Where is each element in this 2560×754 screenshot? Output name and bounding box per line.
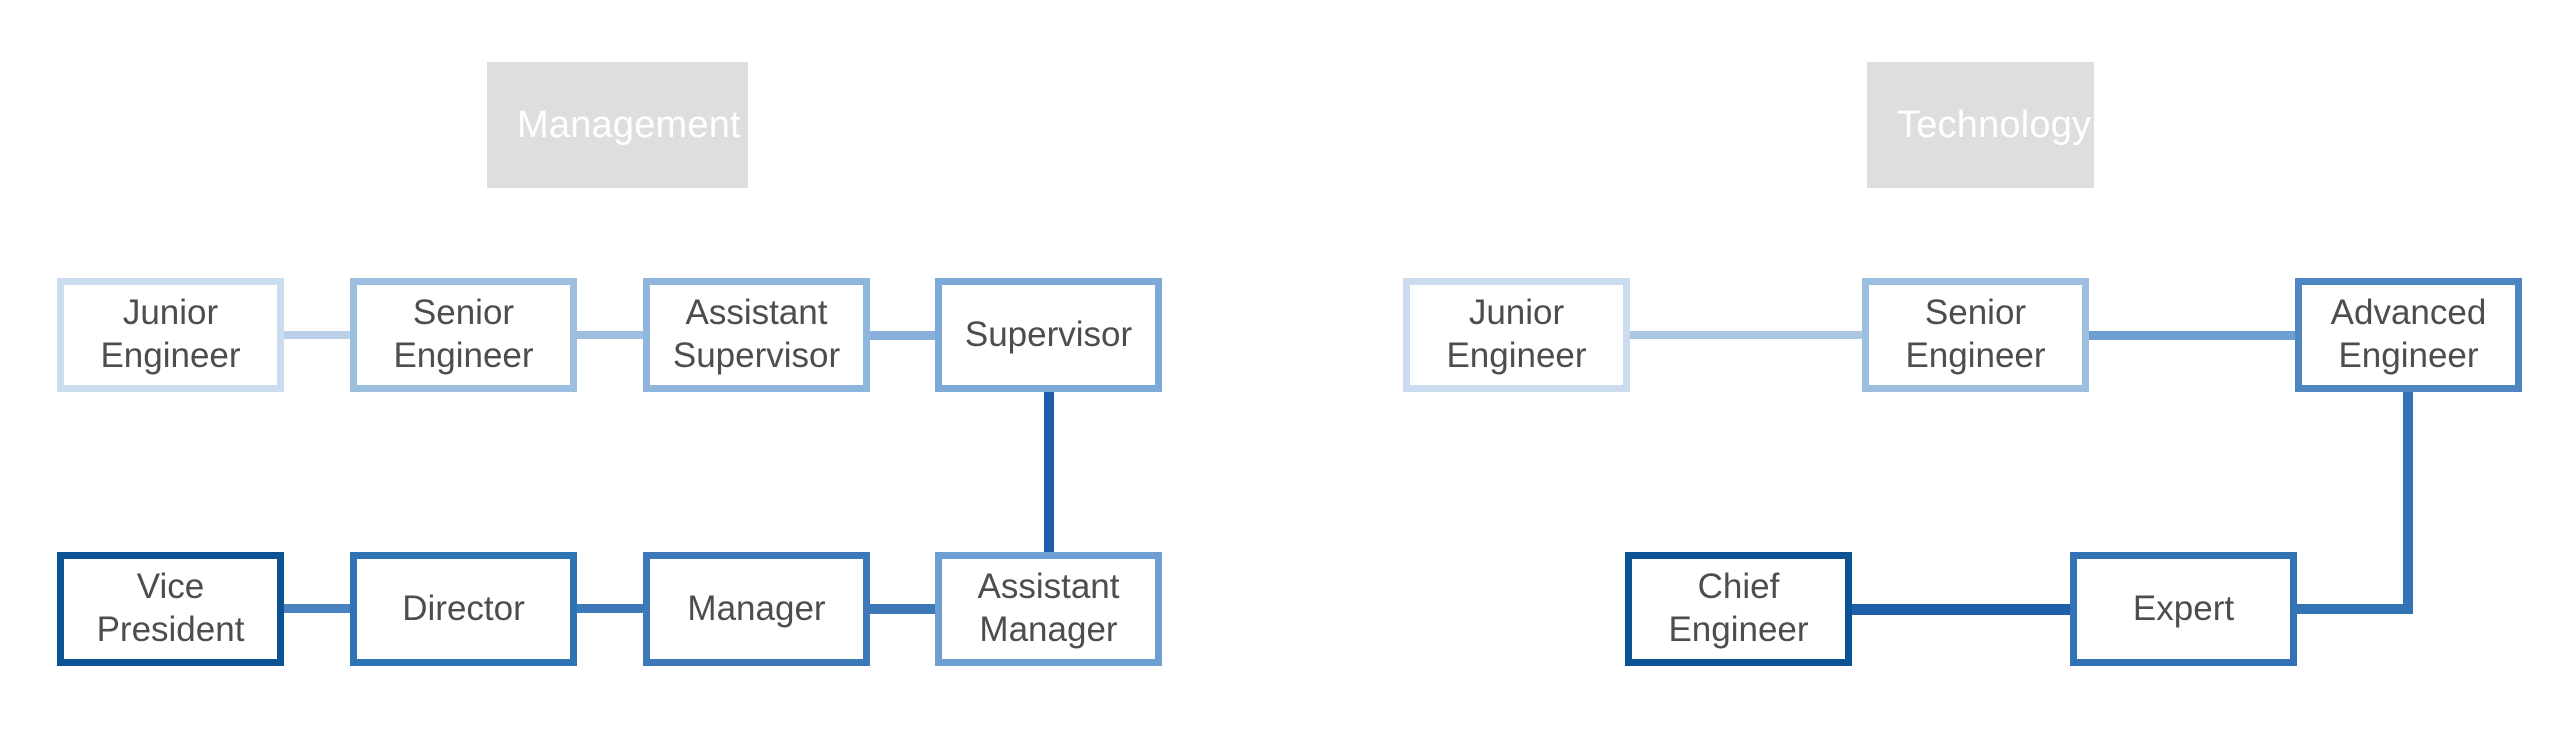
node-tech-advanced-engineer[interactable]: Advanced Engineer bbox=[2295, 278, 2522, 392]
connector-mgmt-assistant-supervisor-to-supervisor bbox=[864, 331, 941, 340]
connector-tech-junior-to-senior bbox=[1624, 331, 1868, 339]
connector-mgmt-manager-to-director bbox=[571, 604, 649, 613]
connector-tech-advanced-to-expert-horizontal bbox=[2292, 604, 2413, 614]
section-header-technology-label: Technology bbox=[1897, 103, 2092, 146]
connector-mgmt-junior-to-senior bbox=[278, 331, 356, 339]
node-mgmt-senior-engineer[interactable]: Senior Engineer bbox=[350, 278, 577, 392]
connector-mgmt-director-to-vice-president bbox=[278, 604, 356, 613]
node-mgmt-assistant-manager[interactable]: Assistant Manager bbox=[935, 552, 1162, 666]
connector-mgmt-supervisor-to-assistant-manager bbox=[1044, 386, 1054, 558]
node-mgmt-manager[interactable]: Manager bbox=[643, 552, 870, 666]
connector-tech-senior-to-advanced bbox=[2083, 331, 2301, 340]
node-tech-expert[interactable]: Expert bbox=[2070, 552, 2297, 666]
connector-mgmt-senior-to-assistant-supervisor bbox=[571, 331, 649, 339]
connector-mgmt-assistant-manager-to-manager bbox=[864, 604, 941, 614]
node-tech-chief-engineer[interactable]: Chief Engineer bbox=[1625, 552, 1852, 666]
node-mgmt-supervisor[interactable]: Supervisor bbox=[935, 278, 1162, 392]
section-header-technology: Technology bbox=[1867, 62, 2094, 188]
node-mgmt-assistant-supervisor[interactable]: Assistant Supervisor bbox=[643, 278, 870, 392]
node-mgmt-junior-engineer[interactable]: Junior Engineer bbox=[57, 278, 284, 392]
node-mgmt-director[interactable]: Director bbox=[350, 552, 577, 666]
connector-tech-expert-to-chief-engineer bbox=[1846, 604, 2076, 615]
node-tech-senior-engineer[interactable]: Senior Engineer bbox=[1862, 278, 2089, 392]
section-header-management-label: Management bbox=[517, 103, 741, 146]
connector-tech-advanced-to-expert-vertical bbox=[2403, 386, 2413, 614]
section-header-management: Management bbox=[487, 62, 748, 188]
node-mgmt-vice-president[interactable]: Vice President bbox=[57, 552, 284, 666]
node-tech-junior-engineer[interactable]: Junior Engineer bbox=[1403, 278, 1630, 392]
